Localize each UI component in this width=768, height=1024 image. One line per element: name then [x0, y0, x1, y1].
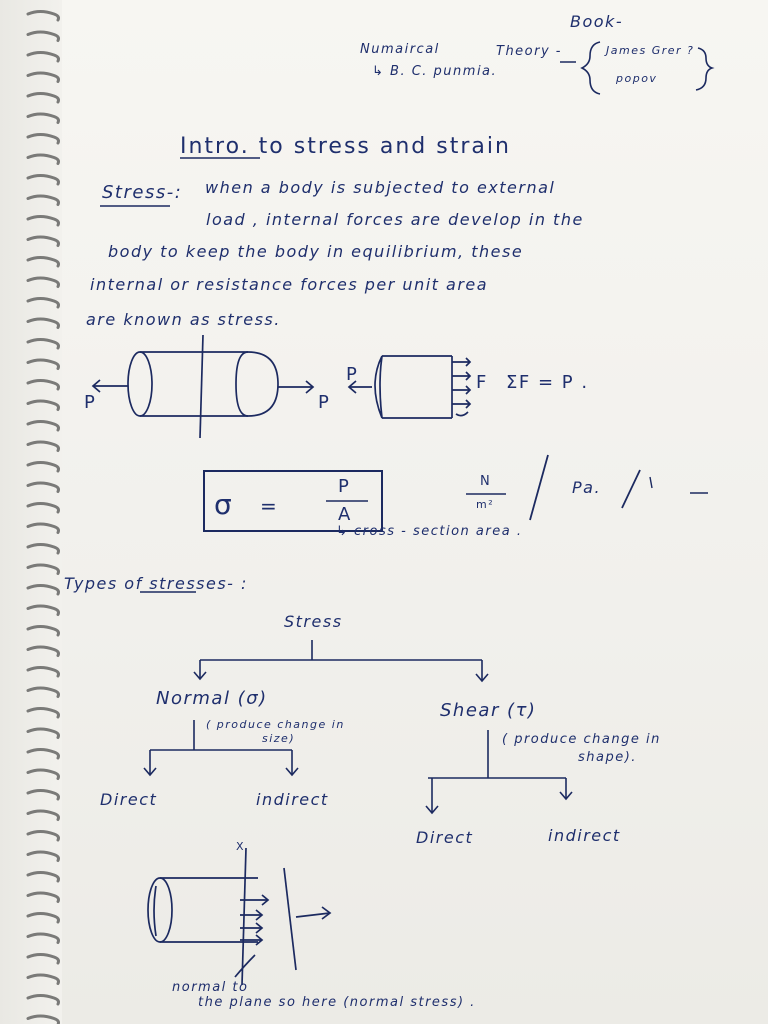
book-label: Book- — [570, 12, 624, 31]
numerical-label: Numaircal — [360, 42, 440, 57]
figure2-caption-line-1: normal to — [172, 980, 249, 995]
spiral-coil — [26, 215, 60, 227]
spiral-coil — [26, 317, 60, 329]
spiral-coil — [26, 543, 60, 555]
spiral-coil — [26, 358, 60, 370]
shear-direct: Direct — [416, 828, 474, 847]
section-load-label: P — [346, 364, 359, 385]
equals-sign: = — [260, 494, 279, 518]
spiral-coil — [26, 973, 60, 985]
numerical-reference: ↳ B. C. punmia. — [372, 64, 498, 79]
spiral-coil — [26, 440, 60, 452]
normal-note-line-1: ( produce change in — [206, 718, 345, 731]
spiral-coil — [26, 809, 60, 821]
spiral-coil — [26, 563, 60, 575]
formula-denominator: A — [338, 504, 352, 525]
figure2-caption-line-2: the plane so here (normal stress) . — [198, 995, 476, 1010]
spiral-coil — [26, 891, 60, 903]
spiral-coil — [26, 748, 60, 760]
spiral-coil — [26, 235, 60, 247]
axis-label-x: X — [236, 840, 246, 853]
spiral-coil — [26, 297, 60, 309]
spiral-coil — [26, 133, 60, 145]
spiral-coil — [26, 625, 60, 637]
left-load-label: P — [84, 392, 97, 413]
spiral-coil — [26, 850, 60, 862]
definition-line-1: when a body is subjected to external — [205, 178, 556, 197]
spiral-coil — [26, 871, 60, 883]
normal-note-line-2: size) — [262, 732, 296, 745]
spiral-coil — [26, 10, 60, 22]
normal-indirect: indirect — [256, 790, 329, 809]
definition-line-5: are known as stress. — [86, 310, 281, 329]
spiral-coil — [26, 30, 60, 42]
spiral-coil — [26, 112, 60, 124]
spiral-coil — [26, 1014, 60, 1024]
spiral-coil — [26, 51, 60, 63]
spiral-coil — [26, 502, 60, 514]
shear-note-line-2: shape). — [578, 750, 637, 765]
definition-line-4: internal or resistance forces per unit a… — [90, 275, 489, 294]
area-note: ↳ cross - section area . — [336, 524, 523, 539]
stress-term: Stress-: — [102, 182, 183, 203]
theory-reference-1: James Grer ? — [606, 44, 695, 57]
spiral-coil — [26, 994, 60, 1006]
spiral-coil — [26, 584, 60, 596]
spiral-coil — [26, 666, 60, 678]
equilibrium-equation: ΣF = P . — [506, 372, 589, 393]
spiral-coil — [26, 727, 60, 739]
spiral-coil — [26, 153, 60, 165]
spiral-coil — [26, 481, 60, 493]
spiral-coils — [26, 10, 60, 1024]
spiral-coil — [26, 399, 60, 411]
page-title: Intro. to stress and strain — [180, 134, 511, 159]
units-numerator: N — [480, 474, 492, 489]
spiral-coil — [26, 256, 60, 268]
spiral-coil — [26, 379, 60, 391]
spiral-coil — [26, 953, 60, 965]
formula-box — [203, 470, 383, 532]
tree-shear: Shear (τ) — [440, 700, 537, 721]
theory-label: Theory - — [496, 44, 562, 59]
spiral-coil — [26, 789, 60, 801]
spiral-coil — [26, 420, 60, 432]
spiral-coil — [26, 686, 60, 698]
units-denominator: m² — [476, 498, 495, 511]
spiral-coil — [26, 71, 60, 83]
section-resultant-label: F — [476, 372, 488, 393]
definition-line-2: load , internal forces are develop in th… — [206, 210, 584, 229]
tree-root-stress: Stress — [284, 612, 343, 631]
spiral-coil — [26, 830, 60, 842]
spiral-coil — [26, 522, 60, 534]
spiral-coil — [26, 707, 60, 719]
spiral-coil — [26, 645, 60, 657]
spiral-coil — [26, 912, 60, 924]
spiral-coil — [26, 92, 60, 104]
theory-reference-2: popov — [616, 72, 658, 85]
spiral-coil — [26, 194, 60, 206]
spiral-coil — [26, 174, 60, 186]
spiral-coil — [26, 276, 60, 288]
right-load-label: P — [318, 392, 331, 413]
spiral-coil — [26, 932, 60, 944]
formula-numerator: P — [338, 476, 351, 497]
normal-direct: Direct — [100, 790, 158, 809]
spiral-coil — [26, 604, 60, 616]
spiral-coil — [26, 768, 60, 780]
shear-indirect: indirect — [548, 826, 621, 845]
spiral-coil — [26, 338, 60, 350]
shear-note-line-1: ( produce change in — [502, 732, 661, 747]
definition-line-3: body to keep the body in equilibrium, th… — [108, 242, 524, 261]
sigma-symbol: σ — [214, 488, 234, 521]
spiral-coil — [26, 461, 60, 473]
tree-normal: Normal (σ) — [156, 688, 268, 709]
units-pascal: Pa. — [572, 478, 602, 497]
types-heading: Types of stresses- : — [64, 574, 248, 593]
